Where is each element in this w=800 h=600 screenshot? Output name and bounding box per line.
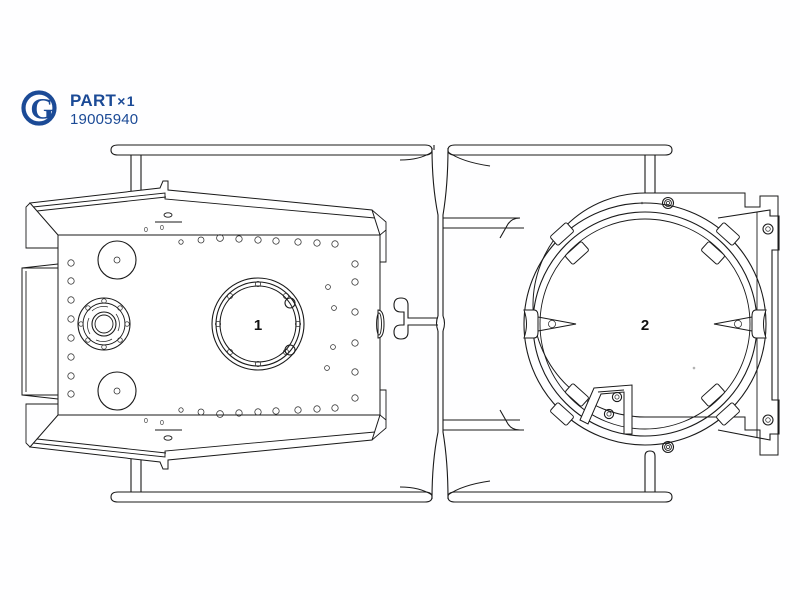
gate-cross-left — [393, 297, 438, 340]
part-2-number-label: 2 — [641, 317, 649, 334]
part-2-left-gusset-hole — [548, 320, 556, 328]
part-2-mounting-tabs — [550, 222, 740, 426]
part-1-rivet-column-left — [67, 259, 75, 398]
part-1-right-fold-edge — [379, 229, 387, 236]
part-1-right-fold-edge-b — [379, 414, 387, 421]
bottom-left-rail — [110, 491, 433, 503]
quantity-label: 1 — [126, 92, 135, 109]
part-word-label: PART — [70, 90, 117, 110]
spine-waist-right — [442, 315, 446, 332]
part-1-right-gate-boss-inner — [376, 312, 382, 336]
center-spine-right-bottom — [442, 331, 449, 500]
part-1-etch-mark-d: 0 — [160, 420, 164, 427]
header-text-block: PART×1 19005940 — [70, 90, 138, 127]
spine-waist-left — [435, 315, 439, 332]
center-spine-right-top — [442, 147, 449, 316]
part-2-left-lug — [523, 309, 539, 339]
part-1-right-gate-boss — [377, 309, 385, 339]
part-1-rivet-row-bottom — [178, 404, 339, 418]
part-number-label: 19005940 — [70, 110, 139, 128]
svg-text:G: G — [30, 93, 53, 126]
part-1-left-tab-edges — [21, 263, 59, 400]
part-1-upper-boss — [97, 240, 137, 280]
part-1-rivet-row-top — [178, 234, 339, 248]
part-1-left-tab — [21, 267, 59, 396]
part-1-bottom-bevel — [28, 414, 381, 470]
center-spine-left-top — [431, 147, 439, 316]
part-1-top-left-corner-fold — [25, 202, 58, 249]
fillet-bottom-right — [447, 480, 491, 496]
top-left-rail — [110, 144, 433, 156]
part-2-surface-dot-b — [692, 366, 696, 370]
gate-top-right — [644, 155, 656, 198]
part-word-row: PART×1 — [70, 92, 138, 109]
part-1-etch-mark-c: 0 — [144, 418, 148, 425]
part-1-locator-mark-bottom — [155, 429, 182, 441]
part-2-right-gusset — [713, 316, 753, 332]
part-1-top-right-corner-fold — [371, 209, 387, 263]
part-1-sprocket-housing — [77, 297, 131, 351]
fillet-bottom-left — [399, 486, 433, 496]
part-1-rivet-column-right — [351, 260, 359, 402]
center-spine-left-bottom — [431, 331, 439, 500]
part-1-etch-mark-b: 0 — [160, 225, 164, 232]
gate-bottom-right — [644, 450, 656, 492]
part-1-lower-boss — [97, 371, 137, 411]
part-2-ring-bolt-bosses — [661, 196, 675, 454]
fillet-top-left — [399, 151, 433, 161]
branch-right-lower-fillet — [499, 409, 521, 431]
branch-right-upper-fillet — [499, 217, 521, 239]
fillet-top-right — [447, 151, 491, 167]
times-symbol: × — [117, 92, 126, 109]
part-2-angle-bracket — [579, 384, 633, 435]
part-2-right-plate-bolts — [762, 223, 774, 426]
part-2-surface-dot-a — [640, 201, 644, 205]
part-1-top-bevel-crease — [32, 192, 376, 219]
part-1-plate-face — [57, 234, 381, 416]
top-right-rail — [447, 144, 673, 156]
part-1-group: 0 0 0 0 — [21, 180, 387, 470]
bottom-right-rail — [447, 491, 673, 503]
part-1-top-bevel — [28, 180, 381, 236]
part-2-right-lug — [751, 309, 767, 339]
sprue-letter-circle-icon: G — [20, 88, 60, 128]
part-2-ring-third — [539, 218, 751, 430]
part-1-rivet-cluster-inner — [324, 284, 337, 371]
part-2-right-gusset-hole — [734, 320, 742, 328]
part-1-bottom-bevel-crease — [32, 431, 376, 458]
part-2-outer-ring — [523, 202, 767, 446]
part-label-header: G PART×1 19005940 — [20, 88, 138, 128]
part-2-left-gusset — [537, 316, 577, 332]
part-1-top-bevel-crease-2 — [36, 196, 167, 212]
part-1-bottom-right-corner-fold — [371, 389, 387, 441]
part-1-central-hatch: 1 — [211, 277, 305, 371]
part-1-locator-mark-top — [155, 212, 182, 223]
part-1-etch-mark-a: 0 — [144, 227, 148, 234]
part-1-bottom-left-corner-fold — [25, 403, 58, 448]
part-2-group: 2 — [523, 192, 780, 456]
part-1-number-label: 1 — [254, 317, 262, 334]
part-1-bottom-bevel-crease-2 — [36, 438, 167, 454]
